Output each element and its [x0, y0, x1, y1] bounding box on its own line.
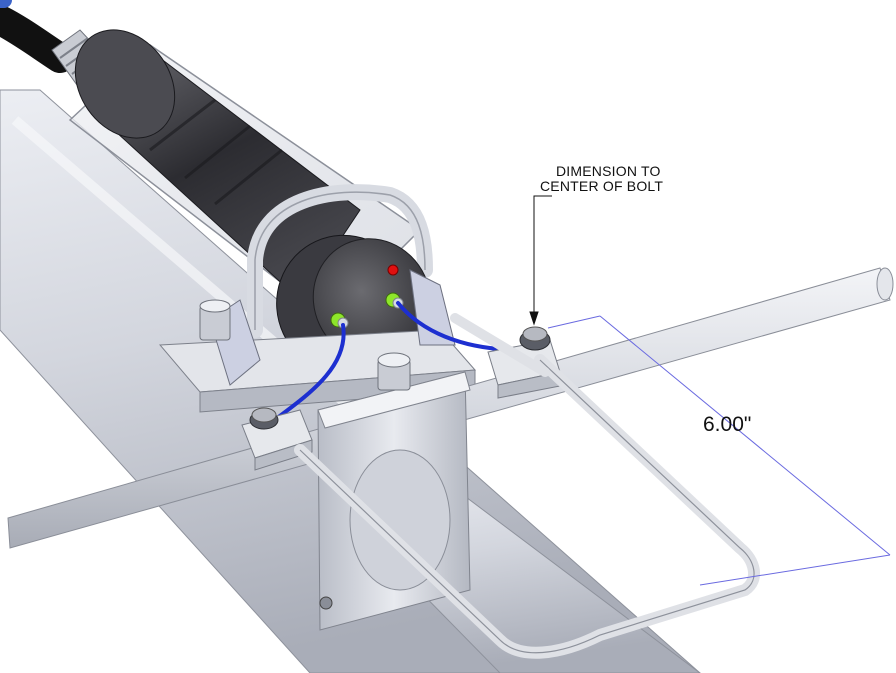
plate-bolt-left: [199, 299, 231, 341]
dimension-lines: [547, 315, 891, 586]
dimension-callout: DIMENSION TO CENTER OF BOLT: [540, 164, 663, 194]
callout-line-1: DIMENSION TO: [556, 163, 661, 179]
red-indicator-icon: [387, 264, 399, 276]
sensor-u-bolt: [247, 184, 433, 338]
callout-line-2: CENTER OF BOLT: [540, 178, 664, 194]
sensor-body: [74, 29, 361, 301]
leader-arrow: [529, 195, 552, 326]
front-u-bolt: [294, 313, 760, 659]
sensor-cable: [0, 5, 75, 73]
top-bolt: [377, 352, 411, 391]
vertical-clamp-block: [317, 371, 471, 631]
blue-tab-icon: [0, 0, 12, 8]
dimension-label: 6.00": [703, 413, 752, 436]
